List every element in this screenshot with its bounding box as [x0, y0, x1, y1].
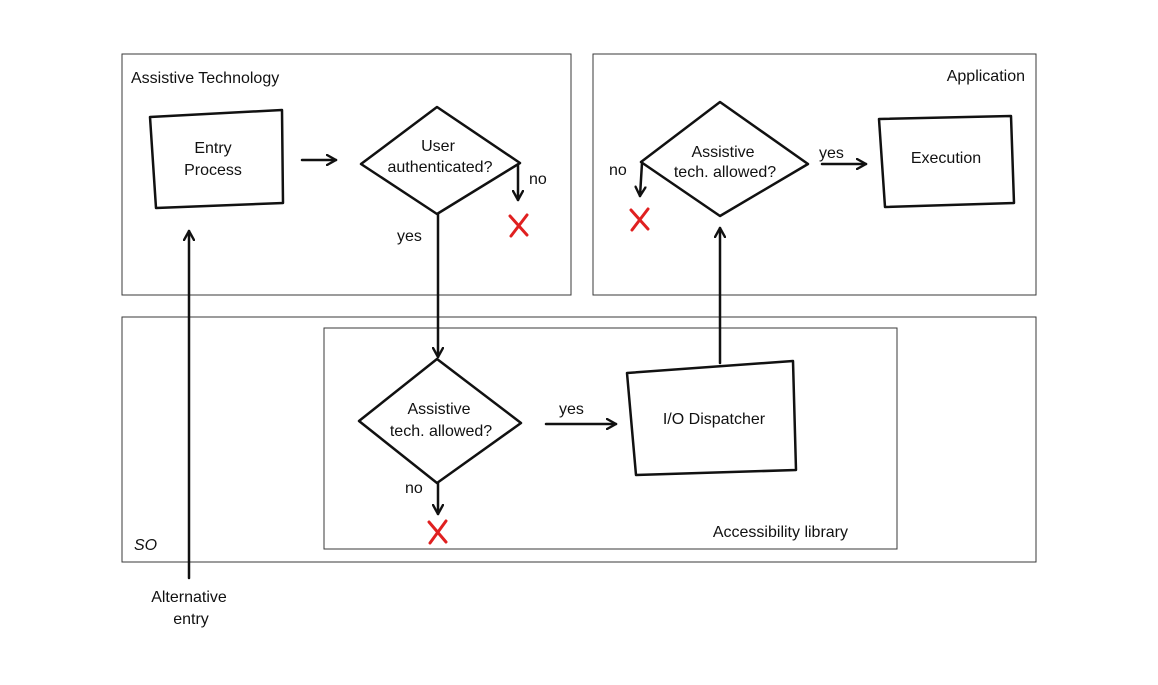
user-authenticated-label-line2: authenticated? [388, 159, 493, 176]
entry-process-label-line2: Process [184, 162, 242, 179]
io-dispatcher-label: I/O Dispatcher [663, 411, 766, 428]
container-label-accessibility-library: Accessibility library [713, 524, 848, 541]
container-label-assistive-technology: Assistive Technology [131, 70, 279, 87]
execution-node: Execution [877, 114, 1016, 209]
reject-icon-application [629, 207, 650, 232]
container-label-application: Application [947, 68, 1025, 85]
at-allowed-library-decision: Assistive tech. allowed? [357, 357, 523, 485]
edge-label-application-yes: yes [819, 145, 844, 162]
edge-label-library-no: no [405, 480, 423, 497]
edge-label-application-no: no [609, 162, 627, 179]
container-so: SO [121, 316, 1037, 563]
user-authenticated-label-line1: User [421, 138, 455, 155]
at-allowed-library-label-line1: Assistive [407, 401, 470, 418]
entry-process-label-line1: Entry [194, 140, 231, 157]
entry-process-node: Entry Process [148, 108, 285, 210]
at-allowed-application-decision: Assistive tech. allowed? [639, 100, 810, 218]
edge-label-auth-no: no [529, 171, 547, 188]
execution-label: Execution [911, 150, 981, 167]
edge-label-auth-yes: yes [397, 228, 422, 245]
at-allowed-library-label-line2: tech. allowed? [390, 423, 492, 440]
user-authenticated-decision: User authenticated? [359, 105, 522, 216]
container-label-so: SO [134, 537, 157, 554]
io-dispatcher-node: I/O Dispatcher [625, 359, 798, 477]
arrow-application-no [640, 161, 642, 198]
container-application: Application [592, 53, 1037, 296]
reject-icon-library [427, 519, 448, 545]
alternative-entry-label-line1: Alternative [151, 589, 227, 606]
edge-label-library-yes: yes [559, 401, 584, 418]
reject-icon-auth [508, 213, 529, 238]
container-assistive-technology: Assistive Technology [121, 53, 572, 296]
at-allowed-application-label-line2: tech. allowed? [674, 164, 776, 181]
alternative-entry-label-line2: entry [173, 611, 209, 628]
at-allowed-application-label-line1: Assistive [691, 144, 754, 161]
container-accessibility-library: Accessibility library [323, 327, 898, 550]
